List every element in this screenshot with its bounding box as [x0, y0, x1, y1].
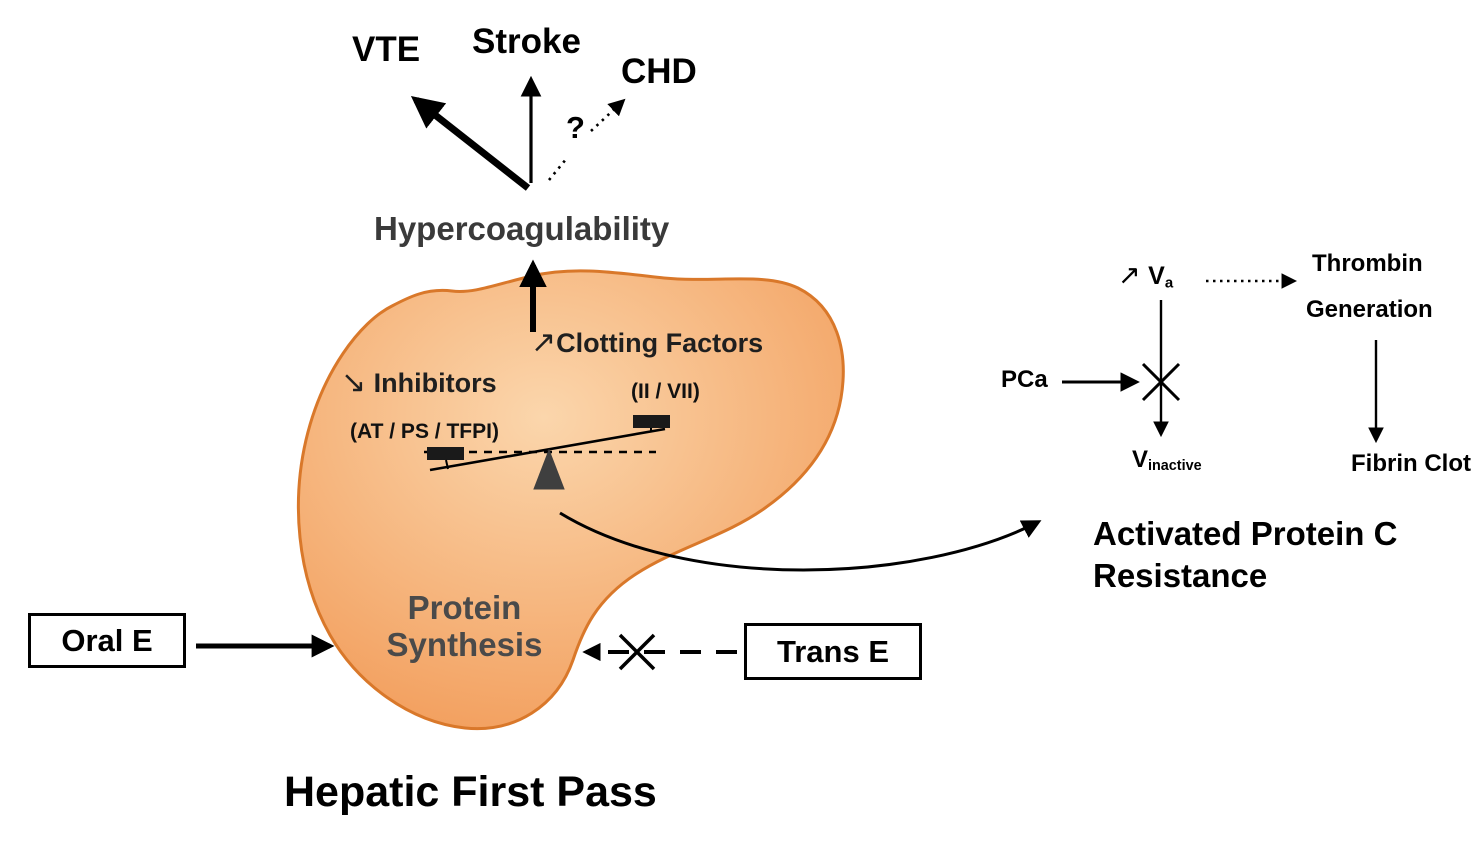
hypercoagulability-label: Hypercoagulability: [374, 210, 670, 247]
balance-beam: [429, 427, 666, 472]
inhibitors-text: Inhibitors: [366, 368, 497, 398]
up-right-arrow-icon: ↗: [1118, 260, 1149, 290]
diagram-title: Hepatic First Pass: [284, 768, 657, 816]
v-inactive-label: Vinactive: [1132, 446, 1202, 474]
apc-resistance-title: Activated Protein C Resistance: [1093, 513, 1397, 597]
down-right-arrow-icon: ↘: [341, 366, 367, 399]
coagulation-balance: [424, 415, 670, 490]
apc-resistance-line1: Activated Protein C: [1093, 515, 1398, 552]
up-right-arrow-icon: ↗: [531, 326, 557, 359]
fibrin-clot-label: Fibrin Clot: [1351, 450, 1471, 477]
factor-va-label: ↗ Va: [1118, 260, 1173, 291]
oral-e-label: Oral E: [61, 622, 153, 658]
protein-synthesis-line1: Protein: [407, 589, 522, 626]
inhibitors-sublabel: (AT / PS / TFPI): [350, 420, 499, 443]
vte-label: VTE: [352, 30, 421, 69]
generation-label: Generation: [1306, 296, 1433, 323]
pca-label: PCa: [1001, 366, 1048, 393]
thrombin-label: Thrombin: [1312, 250, 1423, 277]
vte-arrow: [410, 96, 531, 191]
balance-weight-left-post: [445, 459, 449, 470]
liver-shape: [296, 269, 845, 731]
factor-va-subscript: a: [1164, 274, 1174, 292]
clotting-factors-label: ↗Clotting Factors: [531, 325, 763, 360]
oral-e-box: Oral E: [28, 613, 186, 668]
balance-fulcrum: [533, 448, 565, 490]
trans-e-label: Trans E: [777, 633, 889, 669]
stroke-label: Stroke: [472, 22, 581, 61]
balance-weight-left: [427, 447, 464, 460]
chd-question-mark: ?: [566, 110, 585, 145]
chd-label: CHD: [621, 52, 697, 91]
trans-e-box: Trans E: [744, 623, 922, 680]
protein-synthesis-line2: Synthesis: [386, 625, 543, 663]
balance-weight-right: [633, 415, 670, 428]
inhibitors-label: ↘ Inhibitors: [341, 365, 497, 400]
clotting-factors-text: Clotting Factors: [556, 328, 764, 358]
v-inactive-subscript: inactive: [1148, 458, 1202, 475]
protein-synthesis-label: Protein Synthesis: [372, 589, 557, 664]
chd-dotted-arrow-segment1: [547, 157, 569, 181]
apc-resistance-line2: Resistance: [1093, 557, 1268, 595]
clotting-factors-sublabel: (II / VII): [631, 380, 700, 403]
apc-curved-arrow: [559, 511, 1042, 572]
chd-dotted-arrow-segment2: [590, 98, 626, 132]
trans-e-block-x-icon: [618, 633, 656, 671]
v-inactive-base: V: [1132, 446, 1149, 473]
factor-va-base: V: [1148, 262, 1165, 290]
